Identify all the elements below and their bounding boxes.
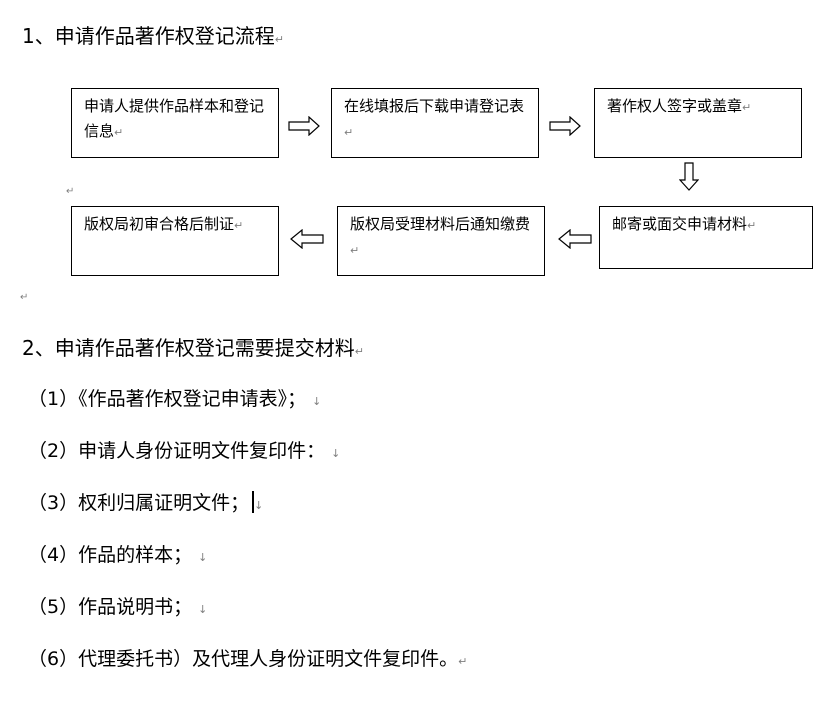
material-item-2: （2）申请人身份证明文件复印件： ↓ — [28, 439, 340, 466]
paragraph-mark: ↵ — [350, 244, 360, 257]
arrow-right-icon — [288, 116, 320, 136]
flow-step-2: 在线填报后下载申请登记表 ↵ — [331, 88, 539, 158]
line-break-mark: ↓ — [331, 447, 341, 460]
flow-step-1-text: 申请人提供作品样本和登记信息 — [84, 97, 265, 140]
flow-step-4: 邮寄或面交申请材料↵ — [599, 206, 813, 269]
material-item-4-text: （4）作品的样本； — [28, 544, 193, 566]
section2-title: 2、申请作品著作权登记需要提交材料↵ — [22, 336, 364, 364]
flow-step-6: 版权局初审合格后制证↵ — [71, 206, 279, 276]
paragraph-mark: ↵ — [742, 101, 752, 114]
material-item-4: （4）作品的样本； ↓ — [28, 543, 207, 570]
arrow-left-icon — [558, 229, 592, 249]
material-item-1-text: （1）《作品著作权登记申请表》； — [28, 388, 307, 410]
flow-step-6-text: 版权局初审合格后制证 — [84, 215, 235, 233]
material-item-6: （6）代理委托书）及代理人身份证明文件复印件。↵ — [28, 647, 467, 674]
arrow-left-icon — [290, 229, 324, 249]
text-cursor — [252, 491, 255, 513]
paragraph-mark: ↵ — [274, 33, 284, 46]
paragraph-mark: ↵ — [458, 655, 468, 668]
paragraph-mark: ↵ — [747, 219, 757, 232]
line-break-mark: ↓ — [198, 603, 208, 616]
flow-step-2-text: 在线填报后下载申请登记表 — [344, 97, 525, 115]
flow-step-4-text: 邮寄或面交申请材料 — [612, 215, 748, 233]
line-break-mark: ↓ — [312, 395, 322, 408]
flow-step-5-text: 版权局受理材料后通知缴费 — [350, 215, 531, 233]
material-item-3[interactable]: （3）权利归属证明文件； ↓ — [28, 491, 263, 518]
paragraph-mark: ↵ — [234, 219, 244, 232]
arrow-down-icon — [679, 162, 699, 191]
section1-title-text: 1、申请作品著作权登记流程 — [22, 24, 275, 48]
paragraph-mark: ↵ — [20, 292, 29, 303]
line-break-mark: ↓ — [198, 551, 208, 564]
section2-title-text: 2、申请作品著作权登记需要提交材料 — [22, 336, 355, 360]
section1-title: 1、申请作品著作权登记流程↵ — [22, 24, 284, 52]
flow-step-1: 申请人提供作品样本和登记信息↵ — [71, 88, 279, 158]
paragraph-mark: ↵ — [344, 126, 354, 139]
paragraph-mark: ↵ — [66, 186, 75, 197]
paragraph-mark: ↵ — [354, 345, 364, 358]
material-item-5-text: （5）作品说明书； — [28, 596, 193, 618]
paragraph-mark: ↵ — [114, 126, 124, 139]
arrow-right-icon — [549, 116, 581, 136]
flow-step-5: 版权局受理材料后通知缴费 ↵ — [337, 206, 545, 276]
flow-step-3: 著作权人签字或盖章↵ — [594, 88, 802, 158]
flow-step-3-text: 著作权人签字或盖章 — [607, 97, 743, 115]
material-item-1: （1）《作品著作权登记申请表》； ↓ — [28, 387, 321, 414]
material-item-2-text: （2）申请人身份证明文件复印件： — [28, 440, 326, 462]
material-item-5: （5）作品说明书； ↓ — [28, 595, 207, 622]
material-item-6-text: （6）代理委托书）及代理人身份证明文件复印件。 — [28, 648, 459, 670]
line-break-mark: ↓ — [254, 499, 264, 512]
material-item-3-text: （3）权利归属证明文件； — [28, 492, 250, 514]
